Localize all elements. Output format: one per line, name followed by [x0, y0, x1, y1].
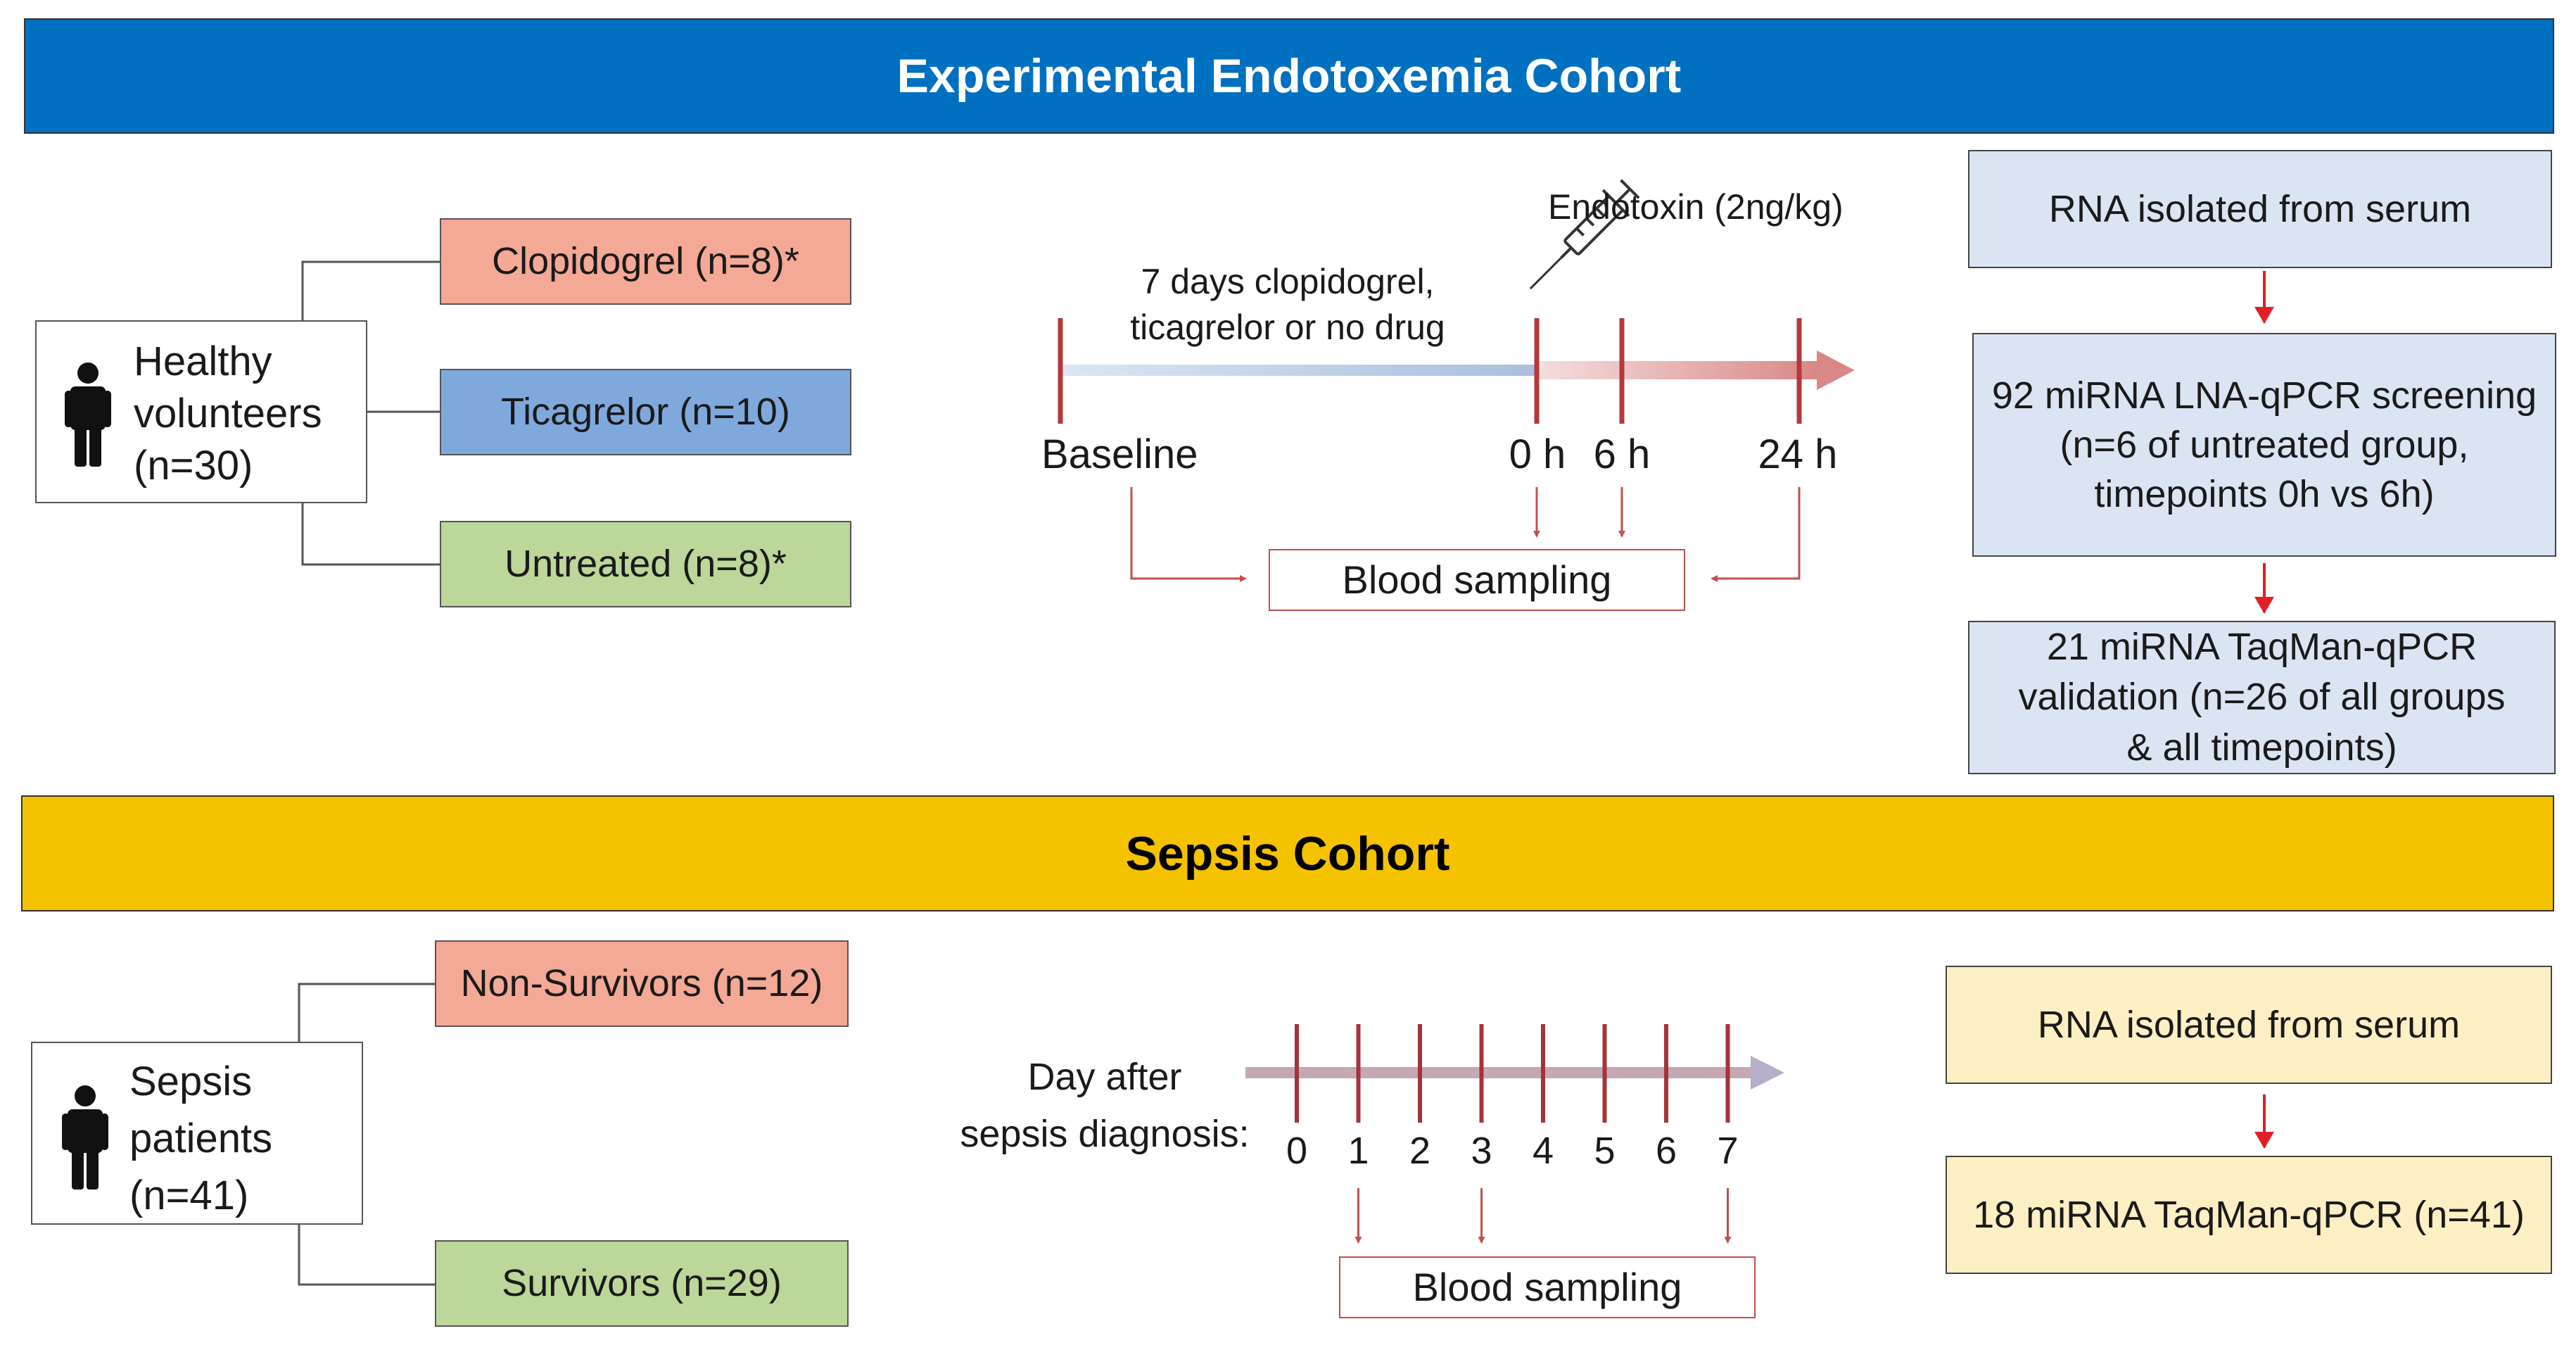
group-clopidogrel: Clopidogrel (n=8)*	[440, 218, 851, 305]
group-untreated: Untreated (n=8)*	[440, 521, 851, 607]
sepsis-cohort-title: Sepsis Cohort	[1125, 826, 1450, 881]
lab-step-taqman-line2: validation (n=26 of all groups	[2018, 676, 2506, 719]
timepoint-baseline: Baseline	[1041, 431, 1198, 477]
timepoint-6h: 6 h	[1593, 431, 1651, 477]
sepsis-axis-label-line2: sepsis diagnosis:	[960, 1113, 1250, 1155]
sepsis-lab-step-rna-isolation: RNA isolated from serum	[1946, 966, 2552, 1084]
blood-sampling-label: Blood sampling	[1342, 557, 1612, 602]
timepoint-0h: 0 h	[1509, 431, 1566, 477]
sepsis-axis-label: Day after sepsis diagnosis:	[943, 1049, 1267, 1163]
sepsis-day-label-6: 6	[1655, 1130, 1677, 1172]
lab-step-taqman-line1: 21 miRNA TaqMan-qPCR	[2046, 626, 2477, 669]
blood-sampling-box: Blood sampling	[1269, 549, 1685, 611]
sepsis-timeline-arrowhead	[1751, 1056, 1784, 1090]
sepsis-lab-taqman-label: 18 miRNA TaqMan-qPCR (n=41)	[1973, 1193, 2525, 1236]
sepsis-day-label-4: 4	[1532, 1130, 1554, 1172]
pretreatment-line1: 7 days clopidogrel,	[1141, 262, 1435, 301]
lab-step-rna-isolation: RNA isolated from serum	[1968, 150, 2552, 268]
endotoxemia-timeline	[1058, 318, 1855, 582]
cohort-label-line2: volunteers	[134, 391, 322, 437]
group-clopidogrel-label: Clopidogrel (n=8)*	[492, 240, 799, 283]
lab-step-taqman-line3: & all timepoints)	[2126, 726, 2397, 769]
sepsis-cohort-banner: Sepsis Cohort	[21, 795, 2554, 911]
group-untreated-label: Untreated (n=8)*	[505, 543, 787, 586]
sepsis-cohort-line2: patients	[129, 1116, 273, 1162]
sepsis-cohort-line1: Sepsis	[129, 1059, 253, 1104]
healthy-volunteers-box: Healthy volunteers (n=30)	[35, 320, 367, 503]
timepoint-24h: 24 h	[1758, 431, 1838, 477]
group-non-survivors-label: Non-Survivors (n=12)	[460, 962, 823, 1005]
sepsis-day-label-5: 5	[1594, 1130, 1616, 1172]
lab-step-taqman-validation: 21 miRNA TaqMan-qPCR validation (n=26 of…	[1968, 621, 2556, 774]
sepsis-cohort-line3: (n=41)	[129, 1173, 249, 1219]
sampling-arrow-baseline	[1130, 487, 1247, 582]
pretreatment-label: 7 days clopidogrel, ticagrelor or no dru…	[1098, 259, 1478, 351]
group-ticagrelor-label: Ticagrelor (n=10)	[501, 391, 790, 434]
cohort-label-line1: Healthy	[134, 339, 272, 384]
sepsis-patients-box: Sepsis patients (n=41)	[31, 1042, 363, 1225]
sepsis-day-label-7: 7	[1717, 1130, 1739, 1172]
sepsis-tree-lines	[298, 983, 436, 1286]
sepsis-lab-rna-label: RNA isolated from serum	[2037, 1003, 2461, 1046]
sepsis-axis-label-line1: Day after	[1027, 1056, 1182, 1098]
lab-step-lna-screening: 92 miRNA LNA-qPCR screening (n=6 of untr…	[1972, 333, 2556, 557]
person-icon	[62, 1085, 108, 1190]
sepsis-blood-sampling-label: Blood sampling	[1412, 1264, 1682, 1309]
sepsis-day-label-1: 1	[1347, 1130, 1369, 1172]
endotoxin-label: Endotoxin (2ng/kg)	[1548, 187, 1844, 227]
sepsis-timeline	[1245, 1024, 1784, 1244]
cohort-label-line3: (n=30)	[134, 443, 253, 489]
pretreatment-line2: ticagrelor or no drug	[1130, 308, 1445, 347]
endotoxemia-cohort-title: Experimental Endotoxemia Cohort	[896, 49, 1682, 103]
sepsis-timeline-bar	[1245, 1067, 1752, 1078]
syringe-icon	[1529, 179, 1640, 290]
lab-step-lna-line3: timepoints 0h vs 6h)	[2094, 473, 2435, 516]
endotoxemia-cohort-banner: Experimental Endotoxemia Cohort	[24, 18, 2554, 134]
group-non-survivors: Non-Survivors (n=12)	[435, 940, 849, 1027]
person-icon	[65, 362, 111, 467]
post-injection-bar	[1537, 361, 1818, 379]
sepsis-day-label-3: 3	[1471, 1130, 1492, 1172]
lab-step-lna-line2: (n=6 of untreated group,	[2060, 423, 2469, 466]
lab-step-lna-line1: 92 miRNA LNA-qPCR screening	[1991, 374, 2537, 417]
sepsis-day-label-2: 2	[1409, 1130, 1431, 1172]
endotoxemia-tree-lines	[301, 260, 442, 566]
timeline-arrowhead	[1817, 351, 1855, 390]
pretreatment-bar	[1060, 365, 1537, 376]
group-survivors-label: Survivors (n=29)	[502, 1262, 782, 1305]
lab-step-rna-isolation-label: RNA isolated from serum	[2048, 187, 2472, 230]
sampling-arrow-24h	[1711, 487, 1801, 582]
sepsis-lab-step-taqman: 18 miRNA TaqMan-qPCR (n=41)	[1946, 1156, 2552, 1274]
group-ticagrelor: Ticagrelor (n=10)	[440, 369, 851, 455]
sepsis-day-label-0: 0	[1286, 1130, 1308, 1172]
group-survivors: Survivors (n=29)	[435, 1240, 849, 1327]
sepsis-blood-sampling-box: Blood sampling	[1339, 1256, 1756, 1318]
